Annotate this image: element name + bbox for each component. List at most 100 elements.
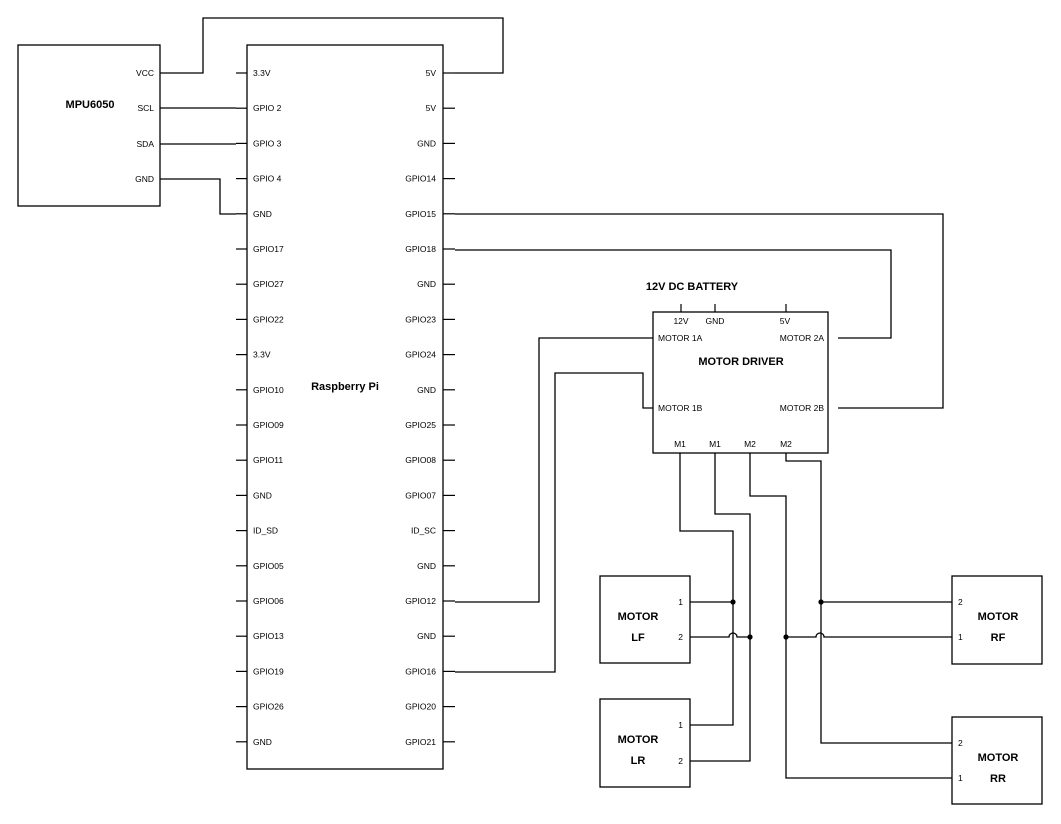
motor-lf-pin-label: 1 <box>678 597 683 607</box>
motor-driver-title: MOTOR DRIVER <box>698 356 783 368</box>
mpu-pin-label: SCL <box>137 103 154 113</box>
mpu-pin-label: GND <box>135 174 154 184</box>
junction-dot <box>730 599 736 605</box>
motor-rf-title-line1: MOTOR <box>978 611 1019 623</box>
pi-left-pin-label: GPIO10 <box>253 385 284 395</box>
motor-rr-pin-label: 1 <box>958 773 963 783</box>
wire-lf2-with-hop <box>690 632 750 638</box>
pi-left-pin-label: GPIO17 <box>253 244 284 254</box>
pi-left-pin-label: GND <box>253 490 272 500</box>
pi-right-pin-label: GND <box>417 385 436 395</box>
motor-driver-module: 12V GND 5V MOTOR 1A MOTOR 1B MOTOR 2A MO… <box>652 304 829 454</box>
pi-left-pins: 3.3V GPIO 2 GPIO 3 GPIO 4 GND GPIO17GPIO27GPI… <box>236 68 284 747</box>
pi-right-pin-label: GPIO14 <box>405 174 436 184</box>
pi-right-pin-label: GPIO07 <box>405 490 436 500</box>
wire-gpio12-to-motor1a <box>455 337 653 603</box>
motor-rr-title-line1: MOTOR <box>978 752 1019 764</box>
motor-lf-title-line2: LF <box>631 632 645 644</box>
pi-left-pin-label: GPIO26 <box>253 702 284 712</box>
wire-m1a-to-lf1-lr1 <box>679 453 734 726</box>
motor-rf-title-line2: RF <box>991 632 1006 644</box>
pi-right-pin-label: GPIO16 <box>405 666 436 676</box>
wire-gpio15-to-motor2b <box>455 213 944 409</box>
driver-pin-label-motor2b: MOTOR 2B <box>780 403 825 413</box>
pi-right-pin-label: GPIO23 <box>405 314 436 324</box>
wire-gpio16-to-motor1b <box>455 372 653 673</box>
pi-left-pin-label: 3.3V <box>253 350 271 360</box>
wire-m2a-to-rf1-rr1 <box>749 453 952 779</box>
pi-left-pin-label: GPIO22 <box>253 314 284 324</box>
driver-pin-label-gnd: GND <box>706 316 725 326</box>
mpu6050-title: MPU6050 <box>66 99 115 111</box>
junction-dot <box>747 634 753 640</box>
pi-right-pin-label: GND <box>417 631 436 641</box>
driver-pin-label-m2: M2 <box>780 439 792 449</box>
motor-lr-title-line1: MOTOR <box>618 734 659 746</box>
wire-gnd-to-gnd <box>160 178 236 215</box>
driver-pin-label-12v: 12V <box>673 316 688 326</box>
pi-right-pin-label: GND <box>417 279 436 289</box>
pi-right-pin-label: GPIO20 <box>405 702 436 712</box>
pi-left-pin-label: ID_SD <box>253 526 278 536</box>
motor-lf-title-line1: MOTOR <box>618 611 659 623</box>
pi-right-pin-label: GPIO08 <box>405 455 436 465</box>
raspberry-pi-title: Raspberry Pi <box>311 381 379 393</box>
wire-vcc-to-5v <box>160 17 504 74</box>
motor-lf-pin-label: 2 <box>678 632 683 642</box>
pi-right-pin-label: GPIO21 <box>405 737 436 747</box>
pi-left-pin-label: GPIO06 <box>253 596 284 606</box>
driver-pin-label-motor1b: MOTOR 1B <box>658 403 703 413</box>
pi-right-pin-label: GND <box>417 138 436 148</box>
motor-rr-pin-label: 2 <box>958 738 963 748</box>
pi-left-pin-label: GPIO11 <box>253 455 283 465</box>
pi-left-pin-label: GND <box>253 209 272 219</box>
pi-right-pin-label: 5V <box>426 103 437 113</box>
pi-left-pin-label: 3.3V <box>253 68 271 78</box>
pi-right-pin-label: GPIO15 <box>405 209 436 219</box>
motor-lr-pin-label: 1 <box>678 720 683 730</box>
driver-pin-label-m1: M1 <box>709 439 721 449</box>
pi-left-pin-label: GPIO 3 <box>253 138 282 148</box>
pi-right-pin-label: GPIO25 <box>405 420 436 430</box>
mpu-pin-label: SDA <box>137 139 155 149</box>
driver-pin-label-m2: M2 <box>744 439 756 449</box>
motor-rf-pin-label: 1 <box>958 632 963 642</box>
motor-rr-title-line2: RR <box>990 773 1006 785</box>
wire-gpio18-to-motor2a <box>455 249 892 339</box>
pi-left-pin-label: GPIO09 <box>253 420 284 430</box>
pi-left-pin-label: GPIO 4 <box>253 174 282 184</box>
pi-right-pins: 5V5VGNDGPIO14GPIO15GPIO18GNDGPIO23GPIO24… <box>405 68 455 747</box>
motor-lr-pin-label: 2 <box>678 756 683 766</box>
mpu6050-module: MPU6050 VCC SCL SDA GND <box>17 44 161 207</box>
driver-pin-label-5v: 5V <box>780 316 791 326</box>
mpu-pin-label: VCC <box>136 68 154 78</box>
wires <box>160 17 952 779</box>
pi-right-pin-label: GPIO24 <box>405 350 436 360</box>
pi-right-pin-label: 5V <box>426 68 437 78</box>
battery-label: 12V DC BATTERY <box>646 281 739 293</box>
pi-left-pin-label: GPIO19 <box>253 666 284 676</box>
wire-m2b-to-rf2-rr2 <box>785 453 952 744</box>
junction-dot <box>818 599 824 605</box>
motor-rf: MOTOR RF 2 1 <box>951 575 1043 665</box>
pi-left-pin-label: GPIO27 <box>253 279 284 289</box>
driver-pin-label-m1: M1 <box>674 439 686 449</box>
pi-right-pin-label: ID_SC <box>411 526 436 536</box>
motor-rf-pin-label: 2 <box>958 597 963 607</box>
pi-left-pin-label: GPIO 2 <box>253 103 282 113</box>
motor-lf: MOTOR LF 1 2 <box>599 575 691 664</box>
raspberry-pi-board: Raspberry Pi 3.3V GPIO 2 GPIO 3 GPIO 4 GND GP… <box>236 44 455 770</box>
motor-lr: MOTOR LR 1 2 <box>599 698 691 788</box>
pi-right-pin-label: GND <box>417 561 436 571</box>
pi-left-pin-label: GPIO05 <box>253 561 284 571</box>
motor-rr: MOTOR RR 2 1 <box>951 716 1043 805</box>
motor-lr-title-line2: LR <box>631 755 646 767</box>
junction-dot <box>783 634 789 640</box>
pi-right-pin-label: GPIO12 <box>405 596 436 606</box>
wire-rf1-with-hop <box>786 632 952 638</box>
driver-pin-label-motor1a: MOTOR 1A <box>658 333 703 343</box>
pi-left-pin-label: GND <box>253 737 272 747</box>
pi-left-pin-label: GPIO13 <box>253 631 284 641</box>
driver-pin-label-motor2a: MOTOR 2A <box>780 333 825 343</box>
